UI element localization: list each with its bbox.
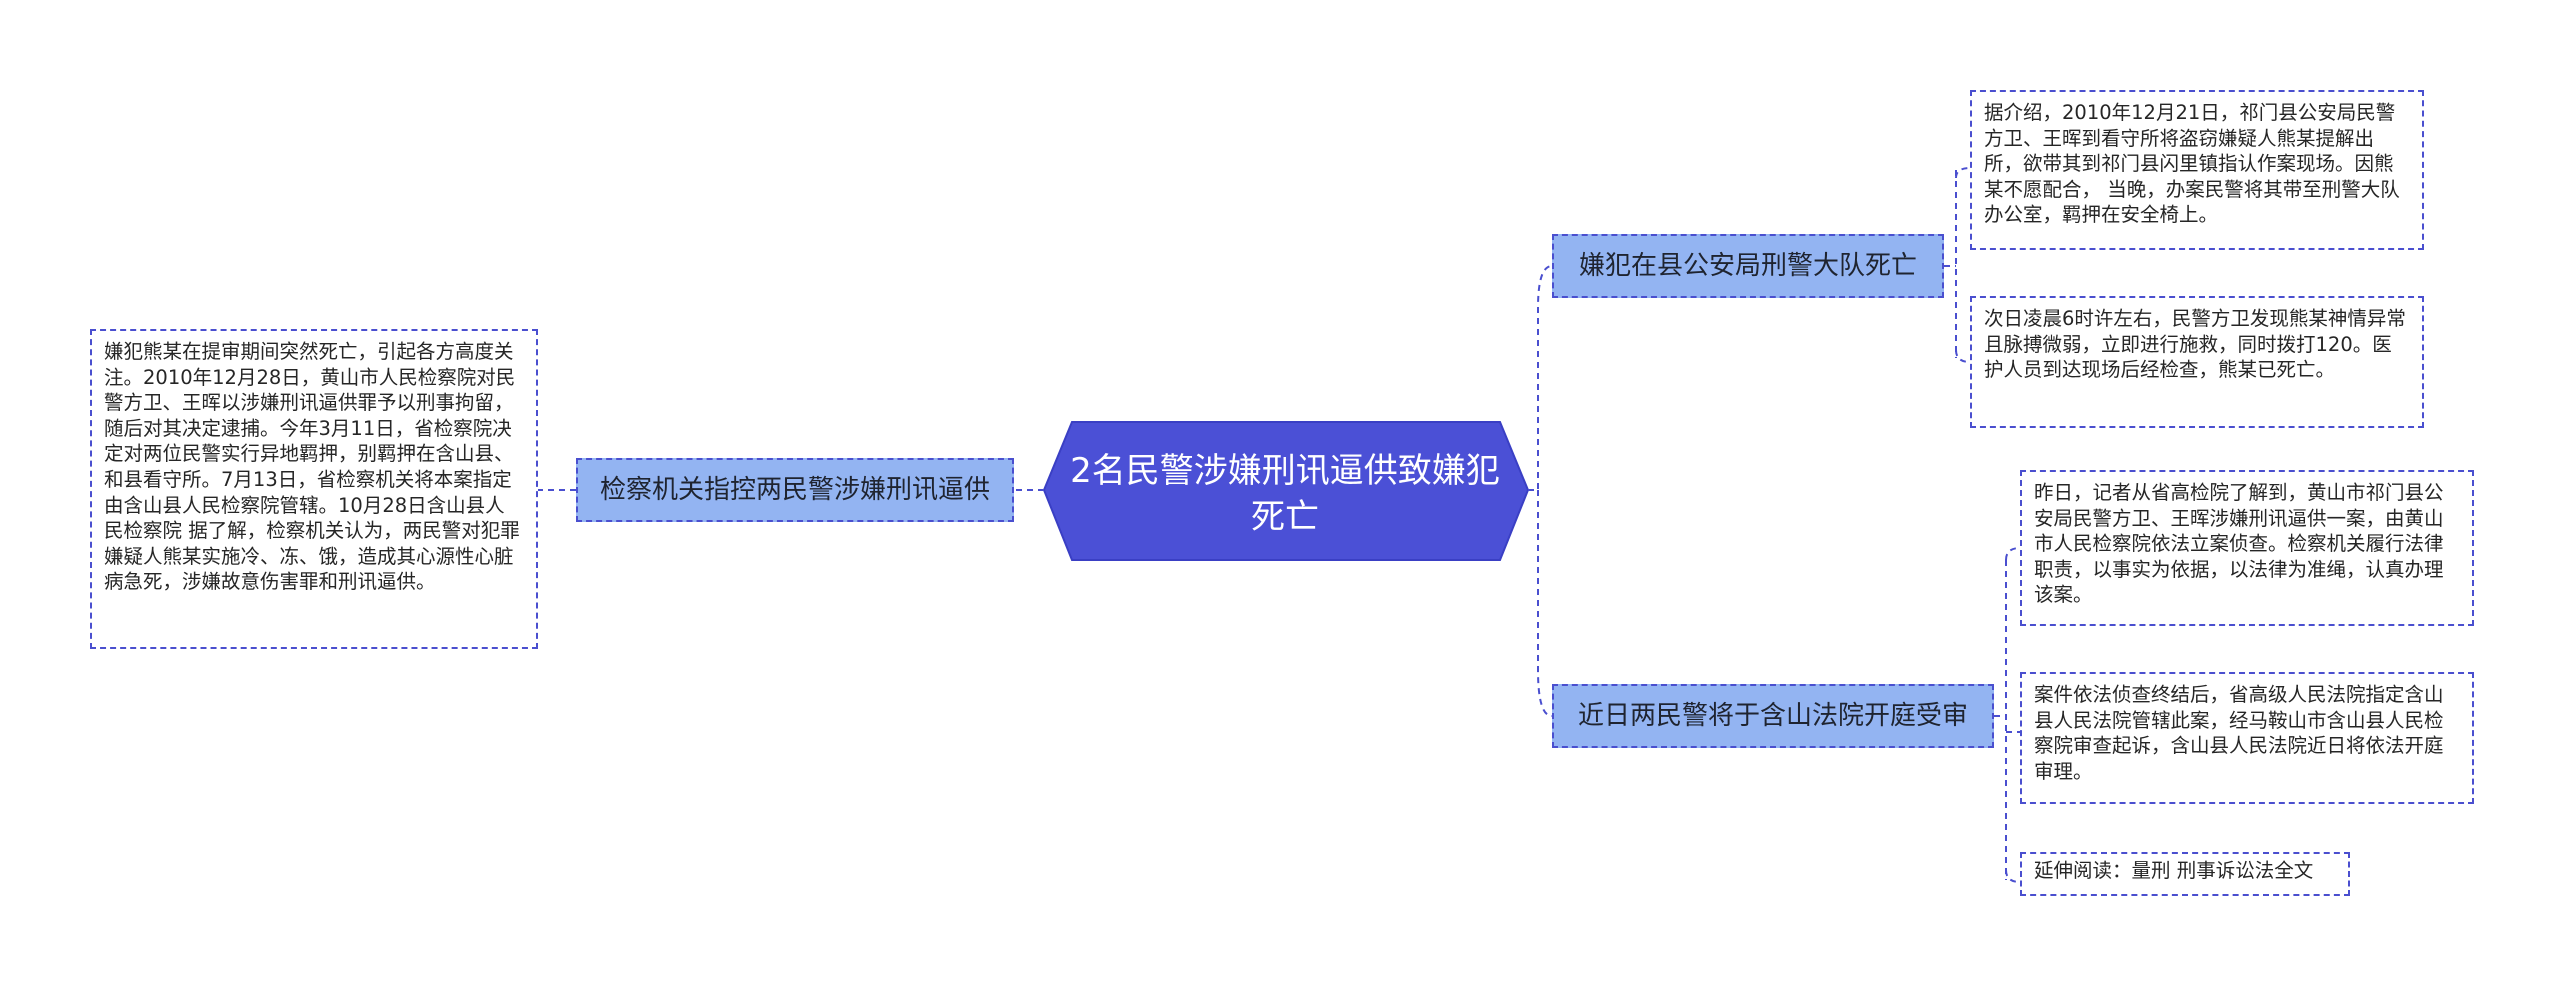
leaf-court-assignment[interactable]: 案件依法侦查终结后，省高级人民法院指定含山县人民法院管辖此案，经马鞍山市含山县人…: [2020, 672, 2474, 804]
root-node[interactable]: 2名民警涉嫌刑讯逼供致嫌犯死亡: [1070, 451, 1500, 537]
connector-root-right-spine: [1528, 265, 1553, 717]
leaf-further-reading[interactable]: 延伸阅读：量刑 刑事诉讼法全文: [2020, 852, 2350, 896]
leaf-prosecution-detail[interactable]: 嫌犯熊某在提审期间突然死亡，引起各方高度关注。2010年12月28日，黄山市人民…: [90, 329, 538, 649]
connector-rightbottom-leaves: [1994, 547, 2021, 883]
connector-righttop-leaves: [1944, 167, 1971, 363]
leaf-investigation-filed[interactable]: 昨日，记者从省高检院了解到，黄山市祁门县公安局民警方卫、王晖涉嫌刑讯逼供一案，由…: [2020, 470, 2474, 626]
branch-trial-upcoming[interactable]: 近日两民警将于含山法院开庭受审: [1552, 684, 1994, 748]
leaf-death-background[interactable]: 据介绍，2010年12月21日，祁门县公安局民警方卫、王晖到看守所将盗窃嫌疑人熊…: [1970, 90, 2424, 250]
branch-prosecution-charge[interactable]: 检察机关指控两民警涉嫌刑讯逼供: [576, 458, 1014, 522]
leaf-death-discovery[interactable]: 次日凌晨6时许左右，民警方卫发现熊某神情异常且脉搏微弱，立即进行施救，同时拨打1…: [1970, 296, 2424, 428]
branch-death-in-custody[interactable]: 嫌犯在县公安局刑警大队死亡: [1552, 234, 1944, 298]
